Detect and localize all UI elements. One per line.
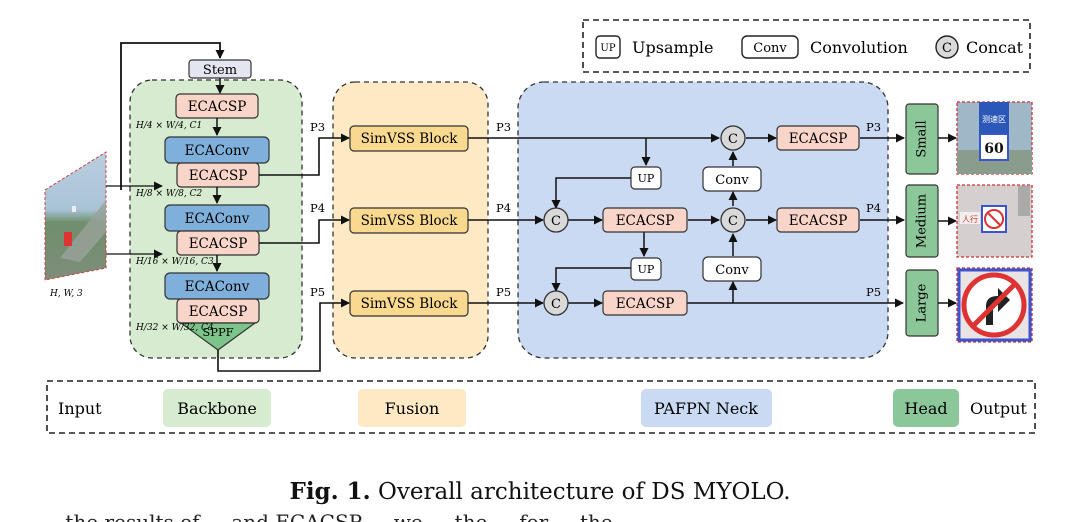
neck-concat-p4-label: C (551, 214, 561, 229)
neck-up-2 (630, 257, 662, 281)
neck-ecacsp-out-p4-label: ECACSP (789, 213, 848, 229)
input-dims: H, W, 3 (49, 289, 83, 299)
output-image-medium: 人行 (956, 184, 1033, 258)
neck-concat-p5-label: C (551, 297, 561, 312)
output-image-small: 测速区 60 (956, 101, 1033, 175)
neck-up-2-label: UP (638, 263, 655, 276)
output-sign-text: 测速区 (982, 115, 1006, 124)
legend-upsample-symbol: UP (600, 43, 615, 54)
legend-concat-label: Concat (966, 38, 1024, 57)
legend-conv-label: Convolution (810, 38, 908, 57)
bottom-legend-head: Head (904, 399, 947, 418)
input-image (44, 151, 107, 281)
neck-concat-p5 (543, 290, 569, 316)
neck-conv-1 (702, 166, 762, 192)
link-p5-backbone (217, 298, 350, 372)
sppf-label: SPPF (202, 325, 233, 339)
label-p5-in: P5 (310, 285, 325, 299)
head-small-label: Small (915, 120, 930, 157)
figure-caption: Fig. 1. Overall architecture of DS MYOLO… (0, 478, 1080, 505)
scale-annotation-3: H/16 × W/16, C3 (135, 257, 214, 267)
legend-conv-box (741, 35, 799, 59)
bottom-legend-fusion-swatch (358, 389, 466, 427)
simvss-block-p3-label: SimVSS Block (361, 131, 459, 147)
label-p5-out: P5 (866, 285, 881, 299)
bottom-legend-output: Output (970, 399, 1027, 418)
output-sign2-text: 人行 (962, 214, 978, 224)
legend-upsample-box (595, 35, 621, 59)
bottom-legend-fusion: Fusion (385, 399, 440, 418)
neck-conv-2-label: Conv (715, 263, 749, 278)
input-feed-line (120, 42, 225, 190)
simvss-block-p5-label: SimVSS Block (361, 296, 459, 312)
bottom-legend-frame (46, 380, 1036, 434)
scale-annotation-2: H/8 × W/8, C2 (135, 189, 202, 199)
backbone-ecacsp-3-label: ECACSP (189, 236, 248, 252)
label-p5-mid: P5 (496, 285, 511, 299)
neck-ecacsp-out-p4 (776, 207, 860, 233)
neck-conv-1-label: Conv (715, 173, 749, 188)
bottom-legend-neck-swatch (641, 389, 772, 427)
label-p4-in: P4 (310, 201, 325, 215)
architecture-diagram: UP Upsample Conv Convolution C Concat H,… (44, 19, 1036, 434)
head-small (905, 103, 939, 175)
legend-upsample-label: Upsample (632, 38, 713, 57)
continuation-text: ... the results of ... and ECACSP ... we… (40, 510, 740, 522)
bottom-legend-input: Input (58, 399, 102, 418)
backbone-ecaconv-1-label: ECAConv (185, 143, 250, 159)
bottom-legend-backbone-swatch (163, 389, 271, 427)
sppf-block (179, 322, 257, 351)
neck-concat-mid (720, 207, 746, 233)
scale-annotation-4: H/32 × W/32, C4 (135, 323, 214, 333)
head-medium-label: Medium (915, 194, 930, 248)
label-p3-in: P3 (310, 120, 325, 134)
neck-ecacsp-bottom (602, 290, 688, 316)
legend-concat-circle (935, 35, 959, 59)
neck-ecacsp-out-p3-label: ECACSP (789, 131, 848, 147)
stem-label: Stem (203, 63, 237, 78)
backbone-ecacsp-4-label: ECACSP (189, 304, 248, 320)
backbone-ecacsp-2-label: ECACSP (189, 168, 248, 184)
scale-annotation-1: H/4 × W/4, C1 (135, 121, 202, 131)
bottom-legend-neck: PAFPN Neck (654, 399, 758, 418)
label-p4-mid: P4 (496, 201, 511, 215)
output-image-large (956, 267, 1033, 343)
neck-up-1-label: UP (638, 172, 655, 185)
neck-ecacsp-out-p3 (776, 125, 860, 151)
legend-frame (582, 19, 1031, 73)
neck-conv-2 (702, 256, 762, 282)
backbone-ecacsp-1-label: ECACSP (188, 99, 247, 115)
legend-conv-symbol: Conv (753, 41, 787, 56)
top-legend: UP Upsample Conv Convolution C Concat (582, 19, 1031, 73)
neck-ecacsp-bottom-label: ECACSP (616, 296, 675, 312)
link-p4-backbone (259, 215, 350, 244)
neck-concat-top (720, 125, 746, 151)
legend-concat-symbol: C (942, 41, 952, 56)
neck-ecacsp-mid (602, 207, 688, 233)
label-p4-out: P4 (866, 201, 881, 215)
backbone-ecaconv-3-label: ECAConv (185, 279, 250, 295)
label-p3-out: P3 (866, 120, 881, 134)
head-large-label: Large (915, 283, 930, 322)
bottom-legend: Input Backbone Fusion PAFPN Neck Head Ou… (46, 380, 1036, 434)
label-p3-mid: P3 (496, 120, 511, 134)
figure-caption-text: Overall architecture of DS MYOLO. (377, 479, 791, 505)
link-p3-backbone (259, 133, 350, 176)
neck-concat-p4 (543, 207, 569, 233)
neck-ecacsp-mid-label: ECACSP (616, 213, 675, 229)
figure-label: Fig. 1. (289, 478, 371, 505)
bottom-legend-head-swatch (893, 389, 959, 427)
neck-concat-top-label: C (728, 132, 738, 147)
output-speed-limit: 60 (984, 141, 1004, 157)
neck-up-1 (630, 166, 662, 190)
simvss-block-p4-label: SimVSS Block (361, 213, 459, 229)
neck-concat-mid-label: C (728, 214, 738, 229)
backbone-ecaconv-2-label: ECAConv (185, 211, 250, 227)
bottom-legend-backbone: Backbone (177, 399, 257, 418)
